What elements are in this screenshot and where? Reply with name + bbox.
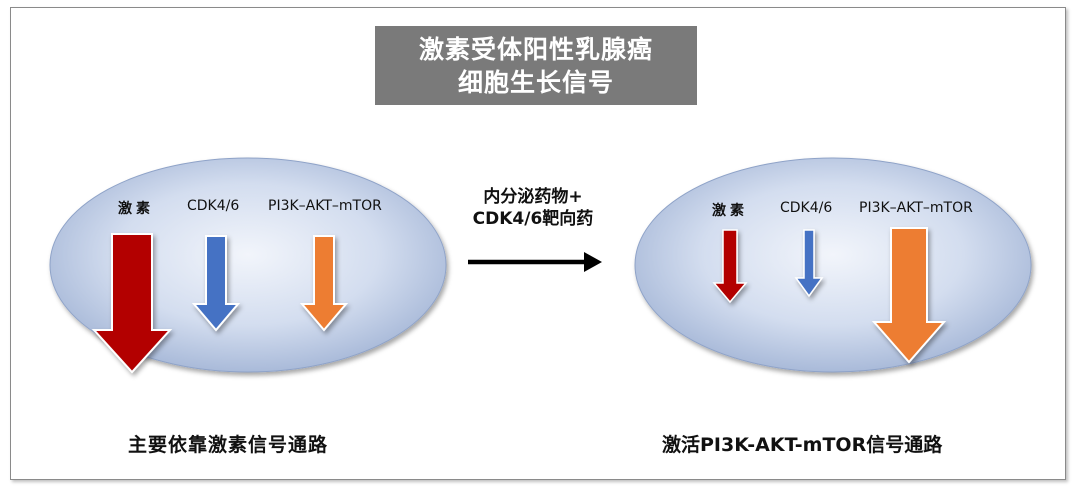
treatment-line-2: CDK4/6靶向药 — [472, 209, 594, 229]
title-line-1: 激素受体阳性乳腺癌 — [418, 34, 653, 64]
title-box: 激素受体阳性乳腺癌 细胞生长信号 — [375, 26, 697, 105]
left-label-pi3k: PI3K–AKT–mTOR — [268, 198, 382, 214]
right-cdk-arrow — [794, 229, 824, 298]
right-label-pi3k: PI3K–AKT–mTOR — [859, 200, 973, 216]
treatment-arrow-head — [584, 252, 602, 272]
left-label-hormone: 激素 — [118, 201, 154, 217]
right-cell — [634, 157, 1032, 373]
title-line-2: 细胞生长信号 — [457, 67, 614, 97]
treatment-label: 内分泌药物+ CDK4/6靶向药 — [458, 186, 608, 230]
left-hormone-arrow — [91, 233, 173, 374]
treatment-line-1: 内分泌药物+ — [483, 187, 583, 207]
right-caption: 激活PI3K-AKT-mTOR信号通路 — [662, 434, 943, 456]
left-caption: 主要依靠激素信号通路 — [128, 434, 329, 456]
left-label-cdk: CDK4/6 — [187, 198, 240, 214]
right-label-hormone: 激素 — [712, 203, 748, 219]
right-label-cdk: CDK4/6 — [780, 200, 833, 216]
left-cdk-arrow — [191, 235, 241, 332]
left-pi3k-arrow — [299, 235, 349, 332]
right-pi3k-arrow — [871, 227, 947, 364]
right-hormone-arrow — [712, 229, 748, 304]
